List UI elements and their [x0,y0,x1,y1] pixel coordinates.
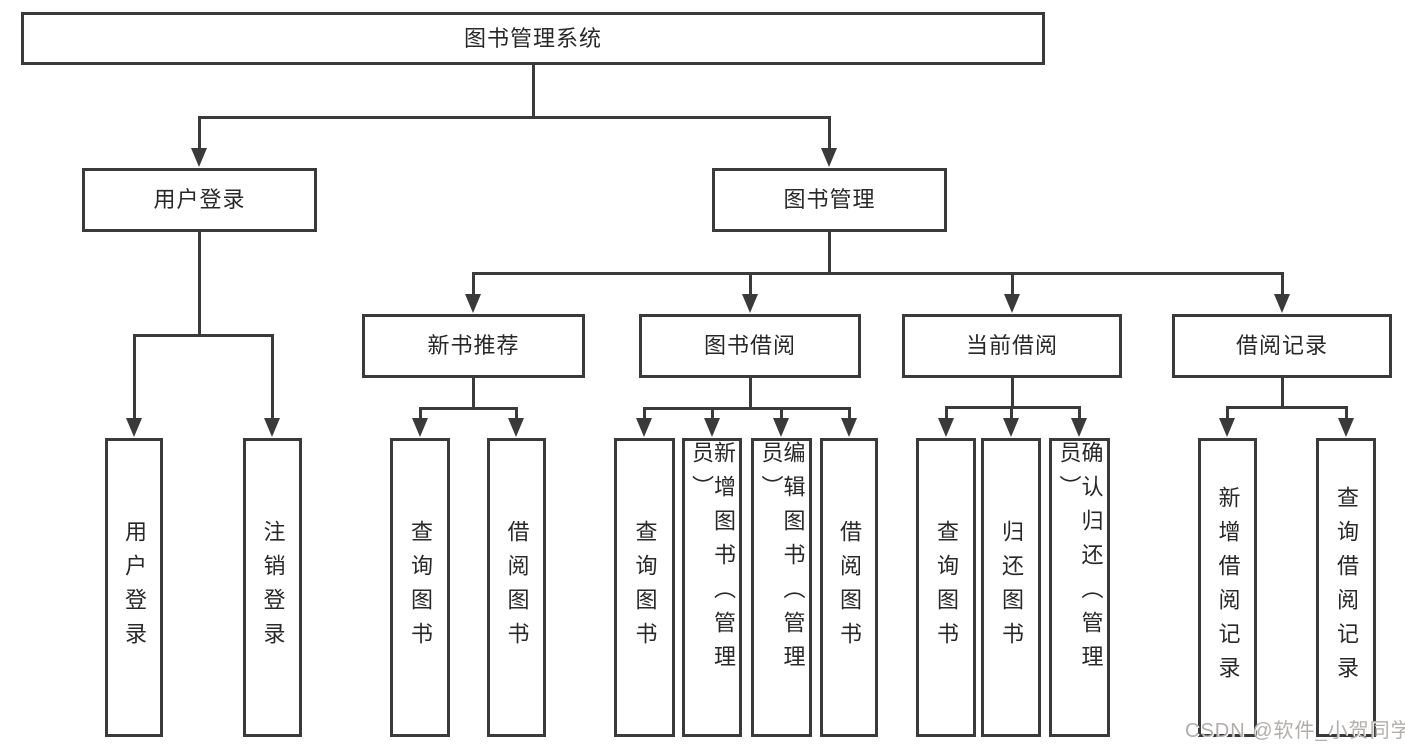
leaf-borrow-books-borrowing-label: 借阅图书 [837,519,862,656]
leaf-return-books: 归还图书 [981,438,1041,737]
arrowhead-down-icon [191,148,207,167]
arrowhead-down-icon [1003,418,1019,437]
leaf-query-books-current-label: 查询图书 [934,519,959,656]
node-book-management: 图书管理 [712,168,947,232]
arrowhead-down-icon [704,418,720,437]
connector-drop [515,409,518,420]
connector-drop [198,118,201,150]
node-root-label: 图书管理系统 [463,25,602,51]
arrowhead-down-icon [465,294,481,313]
connector-drop [848,409,851,420]
connector-drop [1010,408,1013,420]
arrowhead-down-icon [1004,294,1020,313]
leaf-borrow-books-recommend-label: 借阅图书 [504,519,530,656]
connector-bar [133,334,274,337]
watermark: CSDN @软件_小贺同学 [1185,720,1405,742]
arrowhead-down-icon [1274,294,1290,313]
arrowhead-down-icon [636,418,652,437]
leaf-add-book-admin-label: 新增图书（管理员） [689,441,736,679]
arrowhead-down-icon [508,418,524,437]
connector-drop [643,409,646,420]
leaf-add-borrow-record: 新增借阅记录 [1198,438,1257,737]
connector-stem [472,377,475,409]
connector-drop [1078,408,1081,420]
node-borrowing-records: 借阅记录 [1172,314,1392,378]
arrowhead-down-icon [126,418,142,437]
connector-drop [828,118,831,150]
node-book-management-label: 图书管理 [783,187,876,212]
node-current-borrowing: 当前借阅 [902,314,1122,378]
leaf-add-book-admin: 新增图书（管理员） [682,438,742,737]
node-new-book-recommendation: 新书推荐 [362,314,585,378]
node-user-login-label: 用户登录 [153,187,246,212]
leaf-logout-label: 注销登录 [260,519,286,656]
arrowhead-down-icon [1338,418,1354,437]
leaf-return-books-label: 归还图书 [999,519,1024,656]
leaf-edit-book-admin: 编辑图书（管理员） [751,438,812,737]
connector-drop [271,336,274,420]
connector-bar [472,272,1284,275]
leaf-query-borrow-record-label: 查询借阅记录 [1334,485,1359,690]
connector-drop [945,408,948,420]
connector-drop [1281,274,1284,296]
arrowhead-down-icon [1071,418,1087,437]
node-current-borrowing-label: 当前借阅 [965,333,1058,358]
arrowhead-down-icon [412,418,428,437]
connector-drop [472,274,475,296]
leaf-query-books-recommend-label: 查询图书 [408,519,433,656]
connector-drop [780,409,783,420]
connector-drop [133,336,136,420]
arrowhead-down-icon [841,418,857,437]
node-root: 图书管理系统 [21,12,1045,65]
arrowhead-down-icon [742,294,758,313]
node-borrowing-records-label: 借阅记录 [1235,333,1328,358]
connector-stem [1011,377,1014,408]
connector-stem [532,64,535,118]
node-book-borrowing: 图书借阅 [639,314,861,378]
connector-stem [198,231,201,336]
connector-stem [1281,377,1284,408]
connector-drop [711,409,714,420]
connector-bar [419,407,518,410]
leaf-query-borrow-record: 查询借阅记录 [1316,438,1376,737]
connector-bar [945,406,1081,409]
arrowhead-down-icon [938,418,954,437]
connector-drop [1345,408,1348,420]
connector-drop [749,274,752,296]
connector-drop [419,409,422,420]
connector-bar [198,116,831,119]
leaf-query-books-borrowing: 查询图书 [614,438,675,737]
connector-bar [1226,406,1348,409]
leaf-query-books-current: 查询图书 [916,438,976,737]
arrowhead-down-icon [1219,418,1235,437]
arrowhead-down-icon [773,418,789,437]
node-new-book-recommendation-label: 新书推荐 [427,333,520,358]
leaf-borrow-books-borrowing: 借阅图书 [820,438,878,737]
leaf-user-login-label: 用户登录 [122,519,147,656]
connector-drop [1226,408,1229,420]
arrowhead-down-icon [264,418,280,437]
connector-bar [643,407,851,410]
node-book-borrowing-label: 图书借阅 [703,333,796,358]
node-user-login: 用户登录 [82,168,317,232]
connector-stem [749,377,752,409]
arrowhead-down-icon [821,148,837,167]
connector-stem [828,231,831,274]
leaf-confirm-return-admin-label: 确认归还（管理员） [1056,441,1104,679]
leaf-query-books-borrowing-label: 查询图书 [632,519,658,656]
leaf-borrow-books-recommend: 借阅图书 [487,438,546,737]
leaf-logout: 注销登录 [243,438,302,737]
leaf-user-login: 用户登录 [105,438,163,737]
leaf-query-books-recommend: 查询图书 [390,438,450,737]
leaf-edit-book-admin-label: 编辑图书（管理员） [758,441,806,679]
connector-drop [1011,274,1014,296]
leaf-confirm-return-admin: 确认归还（管理员） [1049,438,1110,737]
leaf-add-borrow-record-label: 新增借阅记录 [1215,485,1241,690]
